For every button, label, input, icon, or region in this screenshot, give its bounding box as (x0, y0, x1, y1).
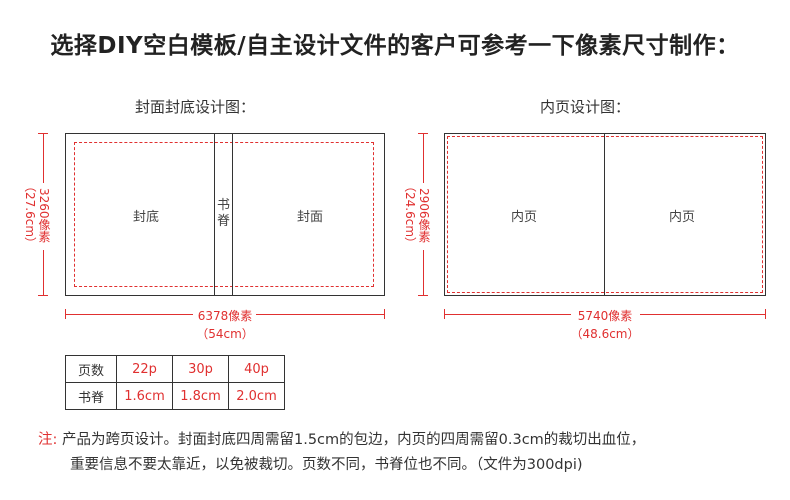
cover-bleed-line (74, 142, 374, 287)
inner-fold-line (604, 133, 605, 296)
spine-spec-table: 页数 22p 30p 40p 书脊 1.6cm 1.8cm 2.0cm (65, 355, 285, 410)
inner-height-line-top (423, 133, 424, 183)
cover-width-tick-right (384, 309, 385, 319)
table-row-spine: 书脊 1.6cm 1.8cm 2.0cm (65, 382, 285, 410)
pages-header: 页数 (65, 355, 117, 383)
inner-height-cm: （24.6cm） (403, 180, 417, 250)
cover-width-cm: （54cm） (196, 327, 254, 341)
cover-height-cm: （27.6cm） (23, 180, 37, 250)
inner-outline (444, 133, 766, 296)
inner-bleed-line (447, 136, 763, 293)
page-title: 选择DIY空白模板/自主设计文件的客户可参考一下像素尺寸制作： (50, 33, 740, 59)
cover-width-px: 6378像素 (197, 309, 253, 323)
cover-height-line-top (43, 133, 44, 183)
pages-value-2: 30p (172, 355, 229, 383)
inner-height-line-bottom (423, 250, 424, 296)
inner-width-tick-right (765, 309, 766, 319)
inner-heading: 内页设计图： (540, 98, 631, 116)
spine-label: 书脊 (216, 198, 230, 229)
front-cover-label: 封面 (296, 210, 323, 225)
inner-height-tick-bottom (418, 295, 428, 296)
cover-heading: 封面封底设计图： (135, 98, 256, 116)
note-text-1: 产品为跨页设计。封面封底四周需留1.5cm的包边，内页的四周需留0.3cm的裁切… (62, 432, 646, 448)
cover-outline (65, 133, 385, 296)
cover-width-line-right (256, 314, 385, 315)
inner-width-line-right (640, 314, 766, 315)
spine-header: 书脊 (65, 382, 117, 410)
pages-value-1: 22p (116, 355, 173, 383)
note-prefix: 注: (38, 432, 58, 448)
inner-height-px: 2906像素 (417, 187, 431, 243)
cover-height-px: 3260像素 (37, 187, 51, 243)
note-line-2: 重要信息不要太靠近，以免被裁切。页数不同，书脊位也不同。（文件为300dpi) (70, 457, 583, 473)
spine-value-1: 1.6cm (116, 382, 173, 410)
cover-height-line-bottom (43, 250, 44, 296)
inner-width-cm: （48.6cm） (570, 327, 640, 341)
back-cover-label: 封底 (132, 210, 159, 225)
inner-width-line-left (444, 314, 571, 315)
spine-value-3: 2.0cm (228, 382, 285, 410)
spine-right-line (232, 133, 233, 296)
inner-width-px: 5740像素 (577, 309, 633, 323)
spine-left-line (214, 133, 215, 296)
cover-height-tick-bottom (38, 295, 48, 296)
cover-width-line-left (65, 314, 193, 315)
pages-value-3: 40p (228, 355, 285, 383)
inner-right-label: 内页 (668, 210, 695, 225)
table-row-pages: 页数 22p 30p 40p (65, 355, 285, 383)
spine-value-2: 1.8cm (172, 382, 229, 410)
inner-left-label: 内页 (510, 210, 537, 225)
note-line-1: 注: 产品为跨页设计。封面封底四周需留1.5cm的包边，内页的四周需留0.3cm… (38, 428, 645, 449)
